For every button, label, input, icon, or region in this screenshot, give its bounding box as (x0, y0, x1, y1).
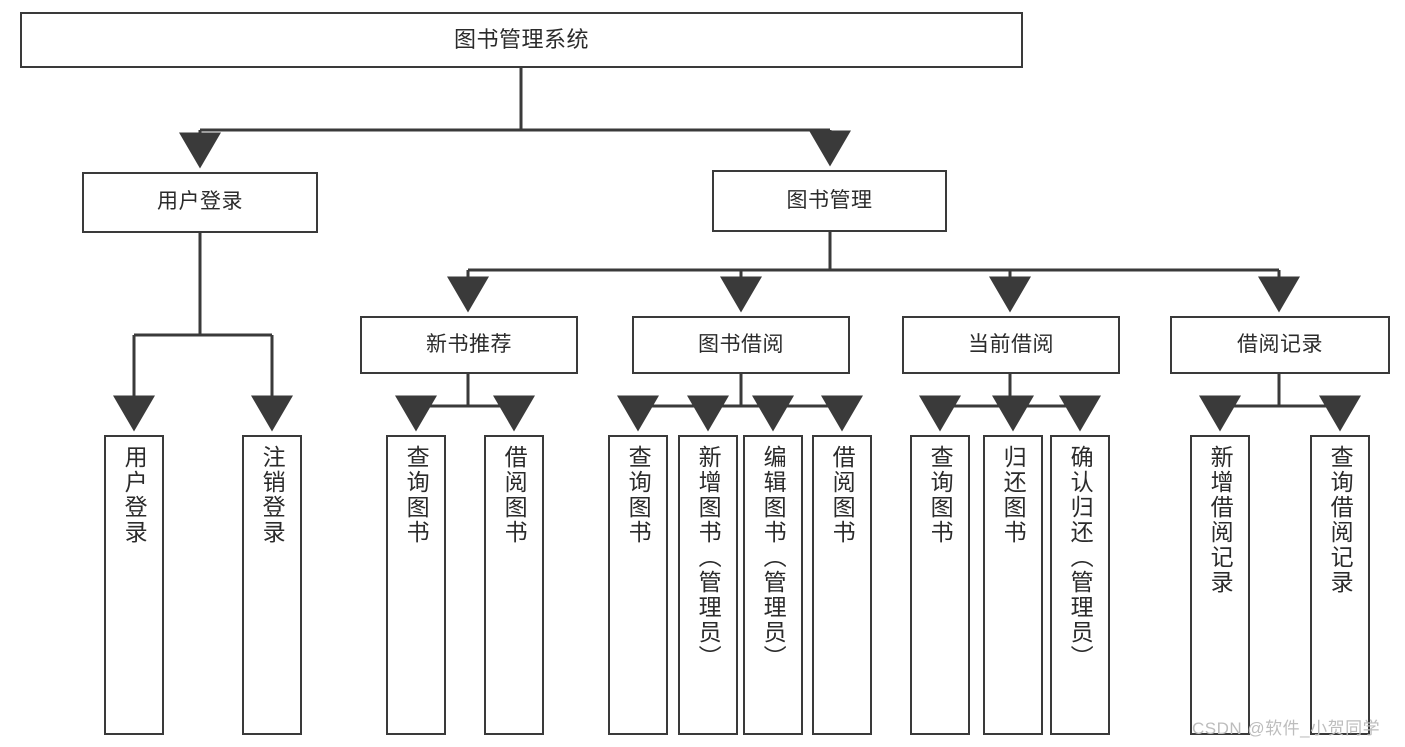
leaf-query-book-b[interactable]: 查询图书 (608, 435, 668, 735)
leaf-logout-label: 注销登录 (259, 445, 286, 545)
leaf-query-book-a[interactable]: 查询图书 (386, 435, 446, 735)
node-new-book-recommend[interactable]: 新书推荐 (360, 316, 578, 374)
leaf-confirm-return[interactable]: 确认归还（管理员） (1050, 435, 1110, 735)
leaf-user-login[interactable]: 用户登录 (104, 435, 164, 735)
leaf-borrow-book-b-label: 借阅图书 (829, 445, 856, 545)
leaf-return-book-label: 归还图书 (1000, 445, 1027, 545)
node-new-book-recommend-label: 新书推荐 (426, 332, 512, 356)
leaf-borrow-book-a[interactable]: 借阅图书 (484, 435, 544, 735)
node-borrow-record-label: 借阅记录 (1237, 332, 1323, 356)
leaf-borrow-book-b[interactable]: 借阅图书 (812, 435, 872, 735)
leaf-borrow-book-a-label: 借阅图书 (501, 445, 528, 545)
leaf-query-book-c-label: 查询图书 (927, 445, 954, 545)
node-root-label: 图书管理系统 (453, 27, 589, 53)
node-borrow-record[interactable]: 借阅记录 (1170, 316, 1390, 374)
node-current-borrow[interactable]: 当前借阅 (902, 316, 1120, 374)
node-book-manage-label: 图书管理 (786, 188, 873, 212)
leaf-logout[interactable]: 注销登录 (242, 435, 302, 735)
node-user-login[interactable]: 用户登录 (82, 172, 318, 233)
leaf-query-borrow-record[interactable]: 查询借阅记录 (1310, 435, 1370, 735)
node-book-borrow-label: 图书借阅 (698, 332, 784, 356)
node-root[interactable]: 图书管理系统 (20, 12, 1023, 68)
node-book-borrow[interactable]: 图书借阅 (632, 316, 850, 374)
leaf-query-book-b-label: 查询图书 (625, 445, 652, 545)
leaf-add-book[interactable]: 新增图书（管理员） (678, 435, 738, 735)
csdn-watermark: CSDN @软件_小贺同学 (1192, 719, 1381, 738)
leaf-confirm-return-label: 确认归还（管理员） (1067, 445, 1094, 670)
leaf-add-borrow-record-label: 新增借阅记录 (1207, 445, 1234, 595)
leaf-query-book-a-label: 查询图书 (403, 445, 430, 545)
node-current-borrow-label: 当前借阅 (968, 332, 1054, 356)
leaf-edit-book-label: 编辑图书（管理员） (760, 445, 787, 670)
leaf-query-borrow-record-label: 查询借阅记录 (1327, 445, 1354, 595)
leaf-query-book-c[interactable]: 查询图书 (910, 435, 970, 735)
leaf-user-login-label: 用户登录 (121, 445, 148, 545)
node-user-login-label: 用户登录 (157, 190, 243, 214)
node-book-manage[interactable]: 图书管理 (712, 170, 947, 232)
leaf-add-borrow-record[interactable]: 新增借阅记录 (1190, 435, 1250, 735)
leaf-return-book[interactable]: 归还图书 (983, 435, 1043, 735)
leaf-edit-book[interactable]: 编辑图书（管理员） (743, 435, 803, 735)
leaf-add-book-label: 新增图书（管理员） (695, 445, 722, 670)
